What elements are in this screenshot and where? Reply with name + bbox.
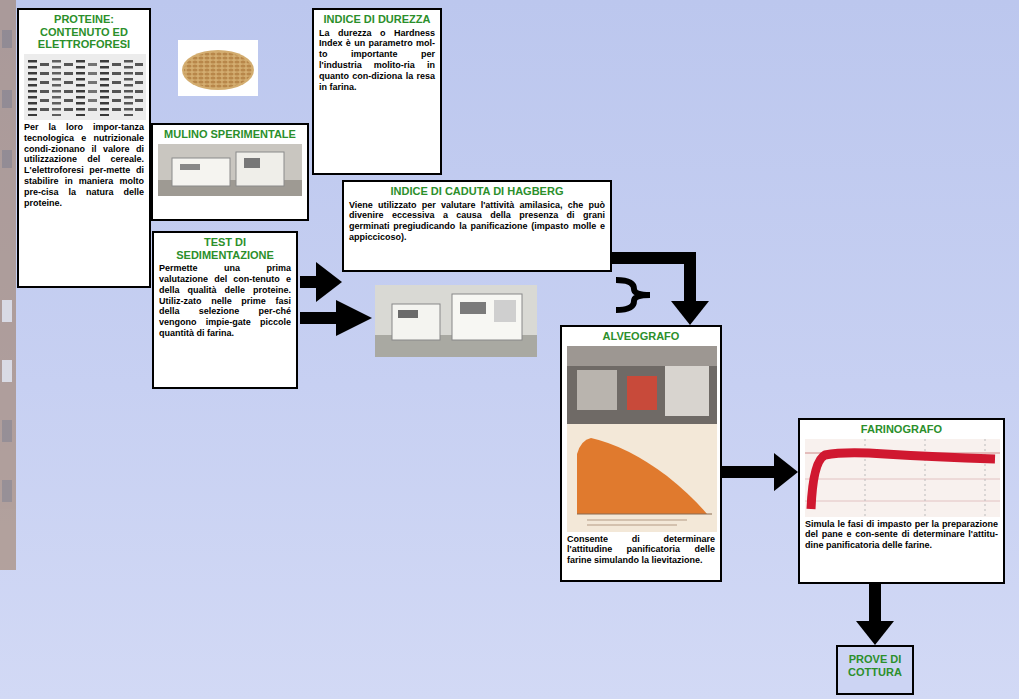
mill-photo — [158, 144, 302, 196]
farinograph-chart — [805, 439, 1000, 517]
alveograph-photo — [567, 346, 717, 532]
box-title: PROTEINE: CONTENUTO ED ELETTROFORESI — [24, 13, 144, 51]
instrument-photo — [375, 285, 537, 357]
process-box: PROVE DI COTTURA — [836, 645, 914, 695]
box-text: Consente di determinare l'attitudine pan… — [567, 534, 715, 566]
process-box: INDICE DI DUREZZA La durezza o Hardness I… — [312, 8, 442, 175]
process-box: INDICE DI CADUTA DI HAGBERG Viene utilizz… — [342, 180, 612, 272]
box-text: Simula le fasi di impasto per la prepara… — [805, 519, 998, 551]
box-text: Per la loro impor-tanza tecnologica e nu… — [24, 122, 144, 208]
flow-arrow — [722, 466, 774, 478]
box-title: INDICE DI CADUTA DI HAGBERG — [349, 185, 605, 198]
box-title: TEST DI SEDIMENTAZIONE — [159, 236, 291, 261]
grain-photo — [178, 40, 258, 96]
block-arrow — [300, 262, 372, 336]
flow-arrow — [612, 258, 690, 301]
box-title: FARINOGRAFO — [805, 423, 998, 436]
box-title: MULINO SPERIMENTALE — [158, 128, 302, 141]
process-box: TEST DI SEDIMENTAZIONEPermette una prima… — [152, 231, 298, 389]
box-title: INDICE DI DUREZZA — [319, 13, 435, 26]
box-text: Viene utilizzato per valutare l'attività… — [349, 200, 605, 243]
box-title: PROVE DI COTTURA — [842, 653, 908, 678]
process-box: ALVEOGRAFO Consente di determinare l'att… — [560, 325, 722, 582]
process-box: PROTEINE: CONTENUTO ED ELETTROFORESI Per… — [17, 8, 151, 288]
box-title: ALVEOGRAFO — [567, 330, 715, 343]
box-text: La durezza o Hardness Index è un paramet… — [319, 28, 435, 93]
process-box: MULINO SPERIMENTALE — [151, 123, 309, 221]
flow-arrow — [869, 584, 881, 621]
process-box: FARINOGRAFO Simula le fasi di impasto pe… — [798, 418, 1005, 584]
box-text: Permette una prima valutazione del con-t… — [159, 263, 291, 339]
electrophoresis-gel — [24, 54, 146, 120]
building-photo — [0, 0, 16, 570]
brace-symbol — [616, 280, 650, 310]
